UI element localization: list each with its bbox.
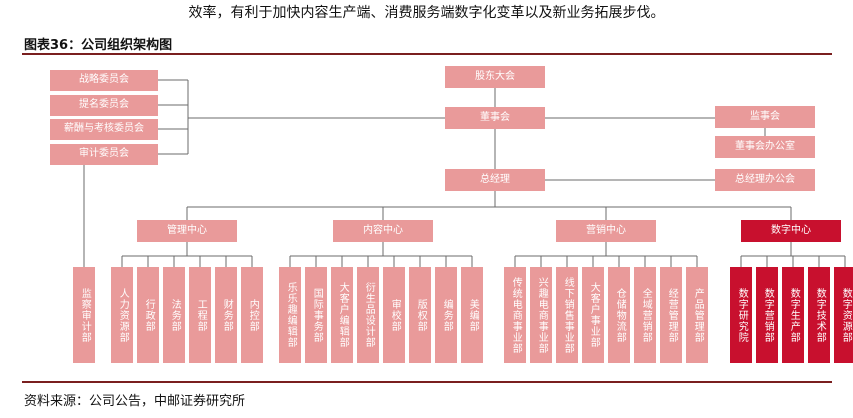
source-note: 资料来源：公司公告，中邮证券研究所 <box>24 394 246 409</box>
board-of-directors: 董事会 <box>445 107 545 129</box>
dept-digital: 数字研究院 <box>730 267 752 363</box>
dept-marketing: 产品管理部 <box>686 267 708 363</box>
intro-text: 效率，有利于加快内容生产端、消费服务端数字化变革以及新业务拓展步伐。 <box>188 5 665 21</box>
dept-mgmt: 工程部 <box>189 267 211 363</box>
dept-content: 美编部 <box>461 267 483 363</box>
dept-mgmt: 财务部 <box>215 267 237 363</box>
source-rule <box>22 381 832 383</box>
center-digital: 数字中心 <box>741 220 841 242</box>
center-content: 内容中心 <box>333 220 433 242</box>
center-management: 管理中心 <box>137 220 237 242</box>
dept-content: 国际事务部 <box>305 267 327 363</box>
dept-marketing: 大客户事业部 <box>582 267 604 363</box>
dept-mgmt: 人力资源部 <box>111 267 133 363</box>
committee-strategy: 战略委员会 <box>50 70 158 91</box>
dept-mgmt: 内控部 <box>241 267 263 363</box>
dept-marketing: 线下销售事业部 <box>556 267 578 363</box>
committee-nomination: 提名委员会 <box>50 95 158 116</box>
dept-content: 编务部 <box>435 267 457 363</box>
dept-content: 大客户编辑部 <box>331 267 353 363</box>
supervisory-board: 监事会 <box>715 106 815 128</box>
dept-marketing: 传统电商事业部 <box>504 267 526 363</box>
board-office: 董事会办公室 <box>715 136 815 158</box>
dept-content: 审校部 <box>383 267 405 363</box>
gm-office: 总经理办公会 <box>715 169 815 191</box>
dept-audit-supervision: 监察审计部 <box>73 267 95 363</box>
title-rule <box>22 53 832 55</box>
committee-remuneration: 薪酬与考核委员会 <box>50 119 158 140</box>
shareholders-meeting: 股东大会 <box>445 66 545 88</box>
dept-marketing: 经营管理部 <box>660 267 682 363</box>
dept-digital: 数字技术部 <box>808 267 830 363</box>
dept-marketing: 仓储物流部 <box>608 267 630 363</box>
figure-title: 图表36：公司组织架构图 <box>24 38 173 53</box>
dept-digital: 数字资源部 <box>834 267 853 363</box>
dept-content: 乐乐趣编辑部 <box>279 267 301 363</box>
dept-content: 版权部 <box>409 267 431 363</box>
dept-content: 衍生品设计部 <box>357 267 379 363</box>
dept-digital: 数字营销部 <box>756 267 778 363</box>
dept-mgmt: 行政部 <box>137 267 159 363</box>
center-marketing: 营销中心 <box>556 220 656 242</box>
dept-marketing: 全域营销部 <box>634 267 656 363</box>
dept-digital: 数字生产部 <box>782 267 804 363</box>
dept-mgmt: 法务部 <box>163 267 185 363</box>
general-manager: 总经理 <box>445 169 545 191</box>
dept-marketing: 兴趣电商事业部 <box>530 267 552 363</box>
committee-audit: 审计委员会 <box>50 144 158 165</box>
